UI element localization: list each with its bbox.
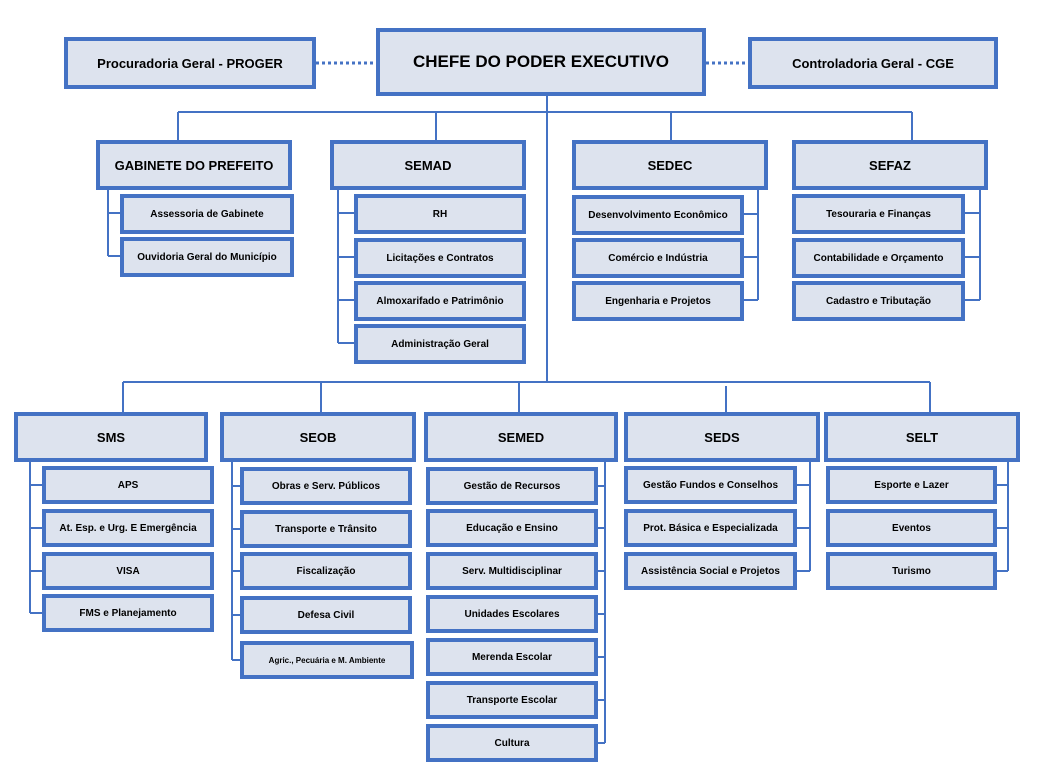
dept-semed: SEMED xyxy=(424,412,618,462)
dept-label: SEMAD xyxy=(404,157,452,173)
dept-semad: SEMAD xyxy=(330,140,526,190)
unit-label: Agric., Pecuária e M. Ambiente xyxy=(268,655,386,665)
cge-label: Controladoria Geral - CGE xyxy=(792,55,954,71)
unit-label: Contabilidade e Orçamento xyxy=(813,252,944,264)
unit-label: Cultura xyxy=(494,737,530,749)
unit-label: Educação e Ensino xyxy=(466,522,558,534)
unit-label: Gestão Fundos e Conselhos xyxy=(642,479,779,491)
dept-label: SEFAZ xyxy=(869,157,911,173)
dept-sedec: SEDEC xyxy=(572,140,768,190)
unit-label: Obras e Serv. Públicos xyxy=(271,480,381,492)
unit-label: Fiscalização xyxy=(296,565,356,577)
unit-box: Prot. Básica e Especializada xyxy=(624,509,797,547)
unit-label: Assistência Social e Projetos xyxy=(641,565,780,577)
unit-box: Engenharia e Projetos xyxy=(572,281,744,321)
unit-box: Ouvidoria Geral do Município xyxy=(120,237,294,277)
unit-label: Desenvolvimento Econômico xyxy=(588,209,728,221)
dept-sefaz: SEFAZ xyxy=(792,140,988,190)
unit-box: Desenvolvimento Econômico xyxy=(572,195,744,235)
unit-box: APS xyxy=(42,466,214,504)
chief-label: CHEFE DO PODER EXECUTIVO xyxy=(413,52,669,71)
unit-label: Tesouraria e Finanças xyxy=(826,208,931,220)
unit-label: Comércio e Indústria xyxy=(608,252,708,264)
unit-label: Assessoria de Gabinete xyxy=(150,208,264,220)
dept-seob: SEOB xyxy=(220,412,416,462)
unit-label: RH xyxy=(432,208,448,220)
unit-box: Transporte e Trânsito xyxy=(240,510,412,548)
unit-label: Licitações e Contratos xyxy=(386,252,494,264)
unit-label: Defesa Civil xyxy=(297,609,355,621)
unit-box: Agric., Pecuária e M. Ambiente xyxy=(240,641,414,679)
unit-label: Merenda Escolar xyxy=(471,651,553,663)
unit-box: Licitações e Contratos xyxy=(354,238,526,278)
unit-box: At. Esp. e Urg. E Emergência xyxy=(42,509,214,547)
unit-label: Prot. Básica e Especializada xyxy=(643,522,778,534)
dept-gabinete: GABINETE DO PREFEITO xyxy=(96,140,292,190)
unit-box: Fiscalização xyxy=(240,552,412,590)
unit-box: Almoxarifado e Patrimônio xyxy=(354,281,526,321)
unit-box: Tesouraria e Finanças xyxy=(792,194,965,234)
unit-box: Eventos xyxy=(826,509,997,547)
unit-box: Serv. Multidisciplinar xyxy=(426,552,598,590)
unit-label: Transporte e Trânsito xyxy=(275,523,377,535)
dept-label: SELT xyxy=(905,429,939,445)
dept-label: SEMED xyxy=(497,429,545,445)
unit-label: Almoxarifado e Patrimônio xyxy=(376,295,504,307)
proger-box: Procuradoria Geral - PROGER xyxy=(64,37,316,89)
unit-box: Esporte e Lazer xyxy=(826,466,997,504)
dept-label: GABINETE DO PREFEITO xyxy=(114,157,274,173)
unit-label: At. Esp. e Urg. E Emergência xyxy=(59,522,197,534)
unit-label: Ouvidoria Geral do Município xyxy=(137,251,277,263)
unit-box: Defesa Civil xyxy=(240,596,412,634)
dept-seds: SEDS xyxy=(624,412,820,462)
dept-label: SEOB xyxy=(299,429,337,445)
dept-selt: SELT xyxy=(824,412,1020,462)
unit-box: FMS e Planejamento xyxy=(42,594,214,632)
dept-label: SEDS xyxy=(704,429,740,445)
unit-box: Unidades Escolares xyxy=(426,595,598,633)
unit-label: Administração Geral xyxy=(391,338,489,350)
unit-label: Esporte e Lazer xyxy=(874,479,949,491)
unit-box: Cultura xyxy=(426,724,598,762)
unit-label: APS xyxy=(117,479,139,491)
unit-box: RH xyxy=(354,194,526,234)
unit-box: Gestão de Recursos xyxy=(426,467,598,505)
unit-label: Gestão de Recursos xyxy=(463,480,561,492)
unit-box: Gestão Fundos e Conselhos xyxy=(624,466,797,504)
unit-box: Cadastro e Tributação xyxy=(792,281,965,321)
unit-box: Merenda Escolar xyxy=(426,638,598,676)
dept-label: SMS xyxy=(96,429,126,445)
unit-label: FMS e Planejamento xyxy=(79,607,177,619)
unit-label: VISA xyxy=(116,565,140,577)
unit-label: Serv. Multidisciplinar xyxy=(462,565,562,577)
unit-box: Administração Geral xyxy=(354,324,526,364)
unit-box: Obras e Serv. Públicos xyxy=(240,467,412,505)
unit-box: Transporte Escolar xyxy=(426,681,598,719)
cge-box: Controladoria Geral - CGE xyxy=(748,37,998,89)
proger-label: Procuradoria Geral - PROGER xyxy=(97,55,283,71)
unit-label: Transporte Escolar xyxy=(466,694,558,706)
dept-label: SEDEC xyxy=(647,157,693,173)
unit-label: Cadastro e Tributação xyxy=(825,295,932,307)
unit-box: Assistência Social e Projetos xyxy=(624,552,797,590)
unit-box: Comércio e Indústria xyxy=(572,238,744,278)
chief-box: CHEFE DO PODER EXECUTIVO xyxy=(376,28,706,96)
dept-sms: SMS xyxy=(14,412,208,462)
unit-box: Assessoria de Gabinete xyxy=(120,194,294,234)
unit-label: Engenharia e Projetos xyxy=(605,295,711,307)
unit-box: Educação e Ensino xyxy=(426,509,598,547)
unit-box: VISA xyxy=(42,552,214,590)
unit-label: Unidades Escolares xyxy=(464,608,560,620)
unit-box: Contabilidade e Orçamento xyxy=(792,238,965,278)
unit-label: Turismo xyxy=(892,565,931,577)
unit-label: Eventos xyxy=(892,522,931,534)
unit-box: Turismo xyxy=(826,552,997,590)
